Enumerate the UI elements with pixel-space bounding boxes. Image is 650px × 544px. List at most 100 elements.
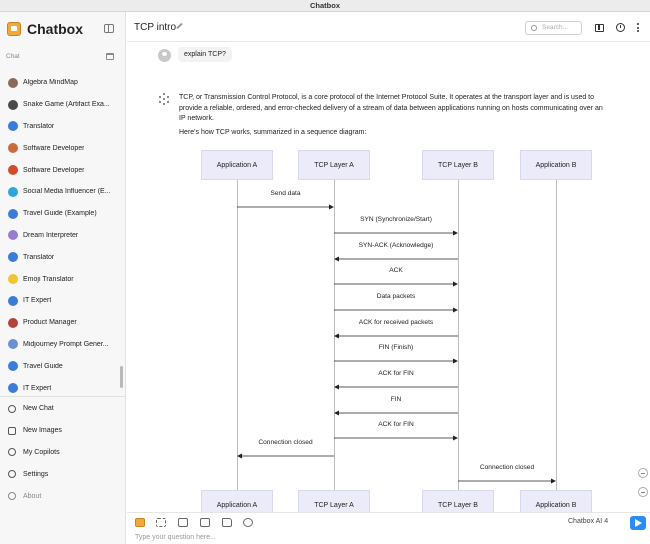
conversation-item[interactable]: Product Manager — [0, 312, 126, 334]
message-label: FIN (Finish) — [378, 344, 414, 351]
conversation-avatar-icon — [8, 274, 18, 285]
select-area-icon[interactable] — [156, 518, 166, 527]
message-label: Send data — [270, 190, 301, 197]
message-label: SYN (Synchronize/Start) — [360, 216, 432, 223]
conversation-avatar-icon — [8, 317, 18, 328]
conversation-label: Midjourney Prompt Gener... — [23, 340, 109, 348]
conversation-item[interactable]: IT Expert — [0, 377, 126, 399]
assistant-avatar-icon — [158, 93, 171, 106]
sidebar-scrollbar[interactable] — [120, 366, 123, 388]
conversation-item[interactable]: IT Expert — [0, 290, 126, 312]
lifeline — [556, 180, 557, 490]
conversation-label: Emoji Translator — [23, 275, 74, 283]
conversation-avatar-icon — [8, 208, 18, 219]
nav-item-new-chat[interactable]: New Chat — [0, 398, 126, 420]
settings-sliders-icon[interactable] — [243, 518, 253, 527]
conversation-item[interactable]: Translator — [0, 116, 126, 138]
search-icon — [531, 25, 537, 31]
message-label: Connection closed — [479, 464, 535, 471]
nav-item-settings[interactable]: Settings — [0, 463, 126, 485]
scroll-up-button[interactable] — [638, 468, 648, 478]
conversation-label: Travel Guide — [23, 362, 63, 370]
lifeline — [334, 180, 335, 490]
more-menu-icon[interactable] — [637, 23, 639, 32]
nav-label: New Chat — [23, 405, 54, 413]
message-label: Data packets — [376, 293, 416, 300]
nav-item-new-images[interactable]: New Images — [0, 420, 126, 442]
message-arrows — [237, 204, 556, 484]
conversation-item[interactable]: Software Developer — [0, 137, 126, 159]
conversation-label: Translator — [23, 253, 55, 261]
nav-label: My Copilots — [23, 448, 60, 456]
message-arrowhead — [453, 281, 458, 287]
message-arrowhead — [453, 358, 458, 364]
conversation-item[interactable]: Software Developer — [0, 159, 126, 181]
message-arrowhead — [453, 230, 458, 236]
message-label: ACK for FIN — [378, 370, 414, 377]
conversation-item[interactable]: Snake Game (Artifact Exa... — [0, 94, 126, 116]
conversation-label: Dream Interpreter — [23, 231, 79, 239]
toggle-layout-icon[interactable] — [595, 24, 604, 32]
conversation-item[interactable]: Dream Interpreter — [0, 225, 126, 247]
send-button[interactable] — [630, 516, 646, 530]
conversation-item[interactable]: Translator — [0, 246, 126, 268]
conversation-avatar-icon — [8, 252, 18, 263]
assistant-message-lead: Here's how TCP works, summarized in a se… — [179, 129, 367, 136]
message-label: ACK for FIN — [378, 421, 414, 428]
message-label: FIN — [390, 396, 402, 403]
conversation-label: Algebra MindMap — [23, 79, 78, 87]
nav-label: Settings — [23, 470, 49, 478]
user-avatar — [158, 49, 171, 62]
conversation-avatar-icon — [8, 99, 18, 110]
lifeline — [458, 180, 459, 490]
input-area: Chatbox AI 4 Type your question here... — [127, 512, 650, 544]
conversation-label: IT Expert — [23, 297, 52, 305]
conversation-item[interactable]: Midjourney Prompt Gener... — [0, 334, 126, 356]
model-selector[interactable]: Chatbox AI 4 — [568, 518, 609, 525]
participant-top: Application A — [201, 150, 273, 180]
clear-conversations-icon[interactable] — [106, 53, 114, 60]
image-icon — [8, 426, 16, 435]
folder-icon[interactable] — [222, 518, 232, 527]
participant-top: TCP Layer A — [298, 150, 370, 180]
history-icon[interactable] — [616, 23, 625, 32]
conversation-avatar-icon — [8, 230, 18, 241]
conversation-item[interactable]: Social Media Influencer (E... — [0, 181, 126, 203]
chatbox-tool-icon[interactable] — [135, 518, 145, 527]
nav-item-my-copilots[interactable]: My Copilots — [0, 442, 126, 464]
chat-header: TCP intro Search... — [127, 12, 650, 42]
conversation-title: TCP intro — [134, 22, 177, 33]
window-title: Chatbox — [310, 1, 340, 10]
scroll-down-button[interactable] — [638, 487, 648, 497]
message-arrowhead — [453, 307, 458, 313]
participant-top: Application B — [520, 150, 592, 180]
message-arrowhead — [334, 410, 339, 416]
conversation-label: Social Media Influencer (E... — [23, 188, 111, 196]
collapse-sidebar-icon[interactable] — [104, 24, 114, 33]
message-label: ACK for received packets — [358, 319, 434, 326]
conversation-avatar-icon — [8, 77, 18, 88]
conversation-item[interactable]: Travel Guide — [0, 355, 126, 377]
message-label: SYN-ACK (Acknowledge) — [358, 242, 434, 249]
conversation-avatar-icon — [8, 295, 18, 306]
edit-title-icon[interactable] — [176, 22, 183, 30]
conversation-avatar-icon — [8, 143, 18, 154]
search-input[interactable]: Search... — [525, 21, 582, 35]
message-arrowhead — [334, 256, 339, 262]
conversation-avatar-icon — [8, 361, 18, 372]
conversation-avatar-icon — [8, 186, 18, 197]
info-icon — [8, 492, 16, 501]
conversation-item[interactable]: Emoji Translator — [0, 268, 126, 290]
message-label: ACK — [389, 267, 403, 274]
conversation-item[interactable]: Algebra MindMap — [0, 72, 126, 94]
message-input[interactable]: Type your question here... — [135, 534, 216, 541]
copilot-icon — [8, 448, 16, 457]
conversation-item[interactable]: Travel Guide (Example) — [0, 203, 126, 225]
chat-bubbles-icon[interactable] — [178, 518, 188, 527]
nav-item-about[interactable]: About — [0, 485, 126, 507]
conversation-label: IT Expert — [23, 384, 52, 392]
image-icon[interactable] — [200, 518, 210, 527]
